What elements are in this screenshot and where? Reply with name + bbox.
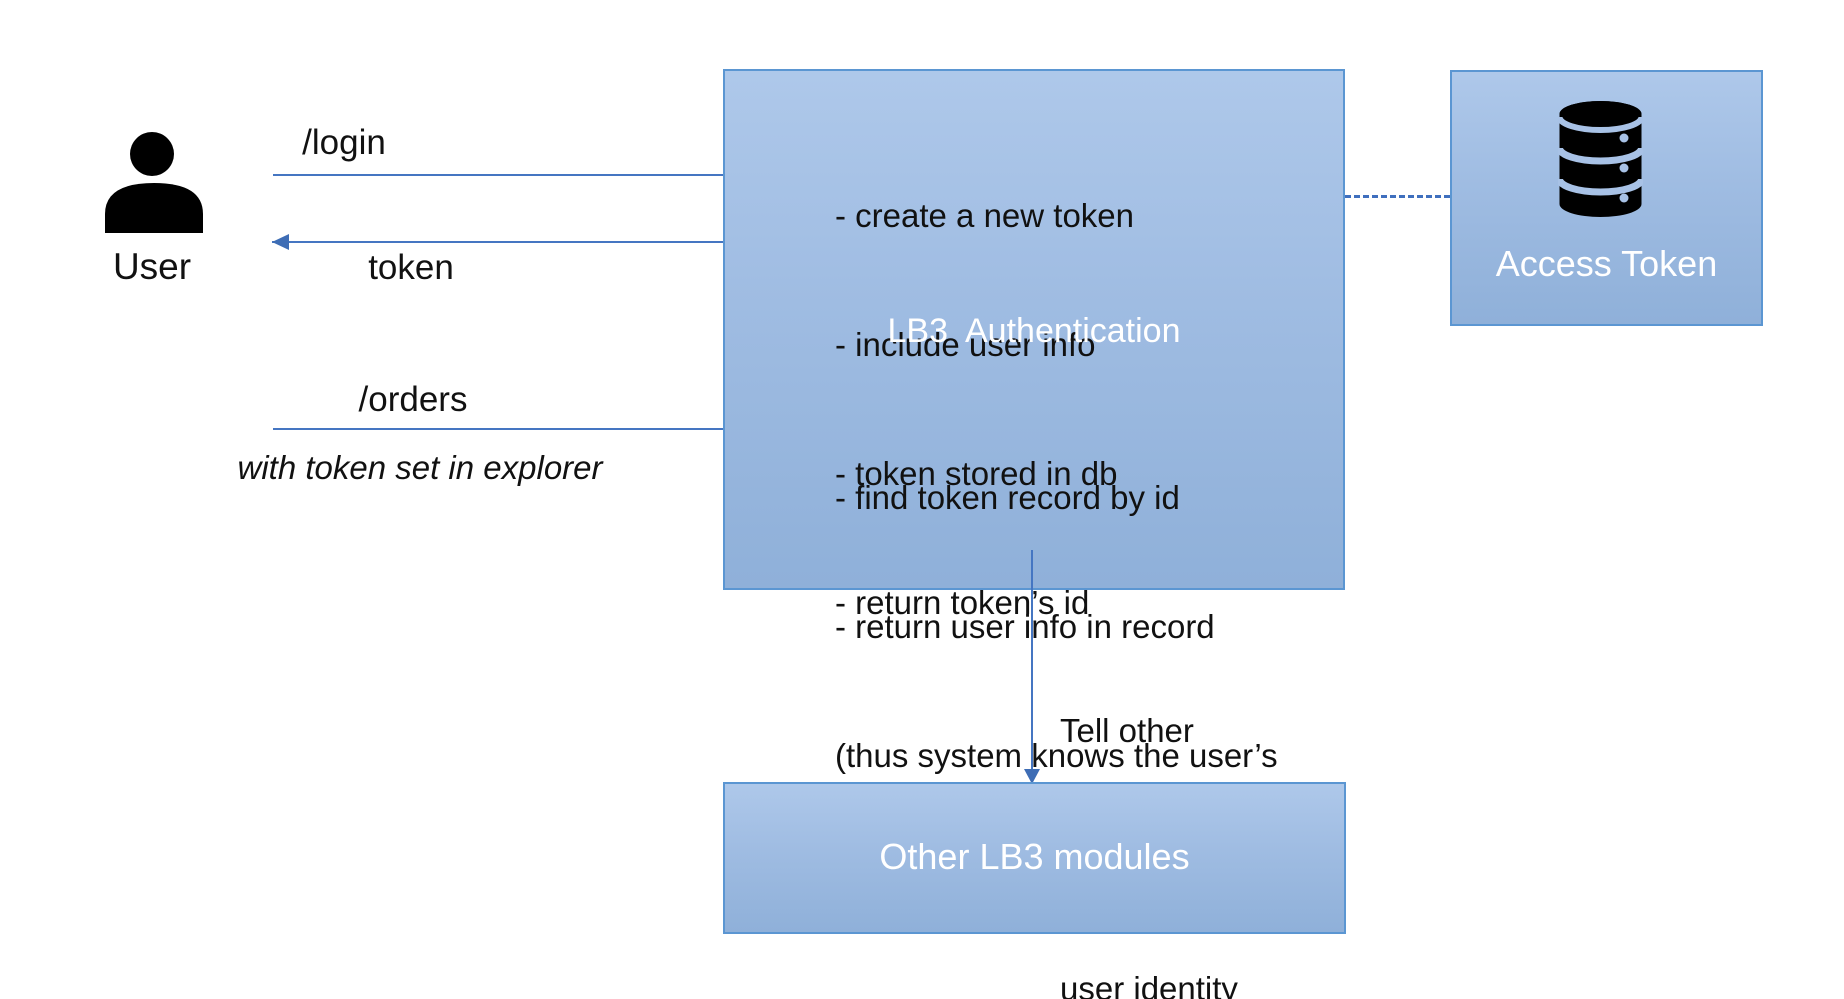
person-icon	[105, 130, 203, 233]
other-lb3-modules-box	[723, 782, 1346, 934]
token-arrow-line	[272, 241, 788, 243]
orders-label: /orders	[358, 380, 468, 419]
database-icon	[1558, 100, 1643, 218]
user-label: User	[112, 246, 192, 287]
auth-box-title: LB3 Authentication	[887, 312, 1181, 350]
bullet-line: - return user info in record	[835, 608, 1215, 645]
bullet-line: - create a new token	[835, 197, 1134, 234]
bullet-line: - include user info	[835, 326, 1096, 363]
bullet-line: - token stored in db	[835, 455, 1118, 492]
login-label: /login	[302, 123, 386, 162]
orders-arrow-line	[273, 428, 769, 430]
modules-arrowhead-icon	[1024, 769, 1040, 784]
modules-connector-line	[1031, 550, 1033, 769]
token-label: token	[368, 248, 454, 287]
bullet-line: - return token’s id	[835, 584, 1090, 621]
bullet-line: (thus system knows the user’s	[835, 737, 1278, 774]
note-line: user identity	[1060, 970, 1238, 999]
note-line: Tell other	[1060, 712, 1194, 749]
db-dashed-connector	[1345, 195, 1450, 198]
lb3-authentication-box	[723, 69, 1345, 590]
login-arrow-line	[273, 174, 773, 176]
orders-note: with token set in explorer	[237, 449, 603, 486]
bullet-line: - find token record by id	[835, 479, 1180, 516]
token-arrowhead-icon	[272, 234, 289, 250]
auth-bullets-bottom: - find token record by id - return user …	[835, 390, 1278, 992]
access-token-label: Access Token	[1495, 243, 1718, 284]
modules-box-label: Other LB3 modules	[879, 836, 1190, 877]
auth-bullets-top: - create a new token - include user info…	[835, 108, 1134, 710]
